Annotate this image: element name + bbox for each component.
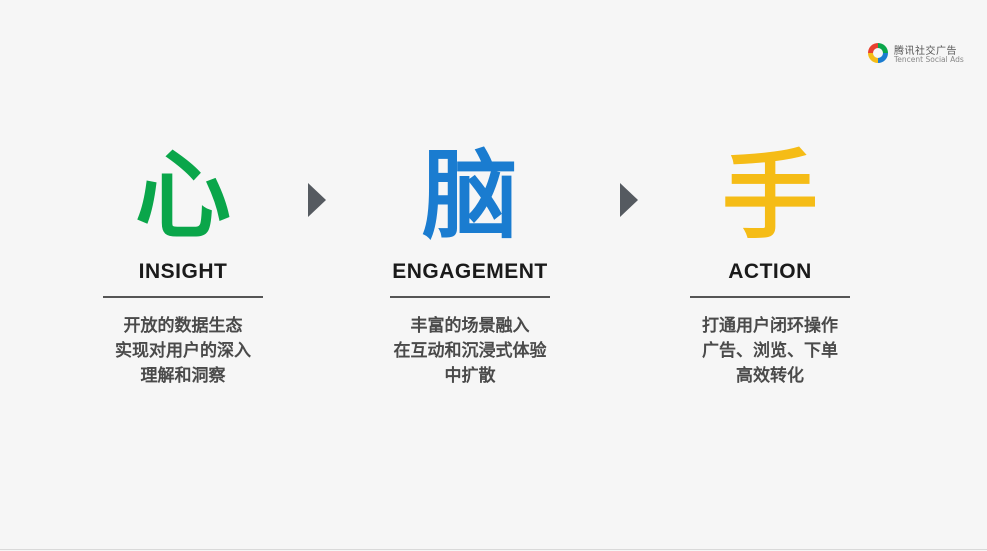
tencent-logo-icon xyxy=(868,43,888,63)
triangle-right-icon xyxy=(308,183,326,217)
heart-glyph: 心 xyxy=(135,140,231,252)
divider xyxy=(103,296,263,298)
description-line: 实现对用户的深入 xyxy=(115,341,251,361)
column-label: INSIGHT xyxy=(138,260,228,283)
column-engagement: 脑 ENGAGEMENT 丰富的场景融入 在互动和沉浸式体验 中扩散 xyxy=(370,140,570,389)
column-label: ACTION xyxy=(728,260,812,283)
triangle-right-icon xyxy=(620,183,638,217)
column-description: 打通用户闭环操作 广告、浏览、下单 高效转化 xyxy=(670,314,870,389)
brand-logo: 腾讯社交广告 Tencent Social Ads xyxy=(866,40,978,68)
hand-glyph: 手 xyxy=(722,140,818,252)
brain-glyph: 脑 xyxy=(422,140,518,252)
logo-name-cn: 腾讯社交广告 xyxy=(894,46,957,57)
column-description: 开放的数据生态 实现对用户的深入 理解和洞察 xyxy=(83,314,283,389)
description-line: 高效转化 xyxy=(736,366,804,386)
description-line: 丰富的场景融入 xyxy=(410,316,530,336)
column-insight: 心 INSIGHT 开放的数据生态 实现对用户的深入 理解和洞察 xyxy=(83,140,283,389)
description-line: 广告、浏览、下单 xyxy=(702,341,838,361)
column-description: 丰富的场景融入 在互动和沉浸式体验 中扩散 xyxy=(370,314,570,389)
column-action: 手 ACTION 打通用户闭环操作 广告、浏览、下单 高效转化 xyxy=(670,140,870,389)
description-line: 理解和洞察 xyxy=(140,366,226,386)
logo-name-en: Tencent Social Ads xyxy=(894,55,964,64)
column-label: ENGAGEMENT xyxy=(392,260,548,283)
divider xyxy=(690,296,850,298)
divider xyxy=(390,296,550,298)
description-line: 中扩散 xyxy=(444,366,496,386)
description-line: 开放的数据生态 xyxy=(123,316,243,336)
description-line: 在互动和沉浸式体验 xyxy=(393,341,547,361)
description-line: 打通用户闭环操作 xyxy=(702,316,838,336)
